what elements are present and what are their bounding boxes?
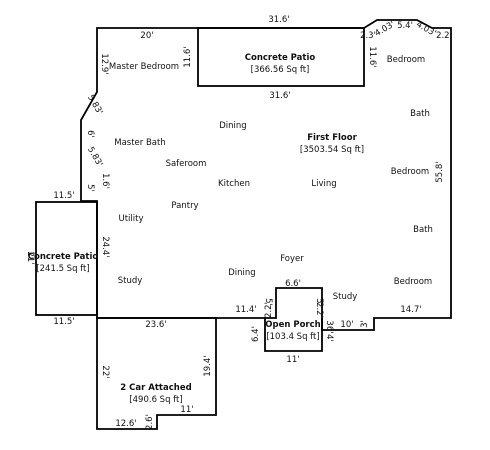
first-floor-name: First Floor [307, 133, 357, 143]
room-master-bath: Master Bath [114, 138, 166, 148]
dim-left-5: 5' [85, 184, 95, 192]
patio-left-name: Concrete Patio [28, 252, 99, 262]
dim-porch-6-4: 6.4' [251, 326, 261, 342]
room-kitchen: Kitchen [218, 179, 250, 189]
porch-name: Open Porch [265, 320, 320, 330]
room-bath-bottom: Bath [413, 225, 433, 235]
room-utility: Utility [118, 214, 143, 224]
dim-left-24-4: 24.4' [100, 236, 110, 257]
dim-bay-a: 2.3' [360, 31, 376, 41]
dim-bottom-23-6: 23.6' [145, 320, 166, 330]
dim-porch-5a: 5' [263, 298, 273, 306]
room-dining-top: Dining [219, 121, 246, 131]
room-bedroom-mid: Bedroom [391, 167, 429, 177]
room-foyer: Foyer [280, 254, 304, 264]
dim-bay-e: 2.2' [436, 31, 452, 41]
garage-outline [96, 317, 217, 430]
dim-garage-19-4: 19.4' [203, 355, 213, 376]
dim-bay-b: 4.03' [373, 20, 396, 39]
dim-top-left: 20' [140, 31, 153, 41]
dim-left-5-83b: 5.83' [85, 145, 104, 168]
dim-bay-d: 4.03' [414, 20, 437, 39]
room-saferoom: Saferoom [166, 159, 207, 169]
room-bath-top: Bath [410, 109, 430, 119]
dim-porch-2-2b: 2.2' [314, 302, 324, 318]
porch-outline [264, 318, 323, 352]
room-living: Living [311, 179, 336, 189]
garage-name: 2 Car Attached [120, 383, 191, 393]
dim-left-5-83a: 5.83' [85, 93, 104, 116]
dim-garage-11: 11' [180, 405, 193, 415]
dim-left-1-6: 1.6' [100, 173, 110, 189]
room-study-right: Study [333, 292, 358, 302]
porch-size: [103.4 Sq ft] [266, 332, 319, 342]
dim-porch-5b: 5' [314, 298, 324, 306]
dim-bay-c: 5.4' [397, 21, 413, 31]
patio-top-size: [366.56 Sq ft] [251, 65, 310, 75]
dim-porch-2-2a: 2.2' [264, 302, 274, 318]
dim-lp-bottom: 11.5' [53, 317, 74, 327]
dim-garage-12-6: 12.6' [115, 419, 136, 429]
patio-top-name: Concrete Patio [245, 53, 316, 63]
dim-left-12-9: 12.9' [99, 53, 109, 74]
patio-left-size: [241.5 Sq ft] [36, 264, 89, 274]
dim-lp-left: 21' [25, 251, 35, 264]
top-patio-outline [197, 27, 365, 87]
dim-garage-22: 22' [100, 365, 110, 378]
garage-size: [490.6 Sq ft] [129, 395, 182, 405]
dim-bottom-3: 3' [360, 320, 370, 328]
room-master-bedroom: Master Bedroom [109, 62, 179, 72]
dim-lp-top: 11.5' [53, 191, 74, 201]
dim-porch-6-6: 6.6' [285, 279, 301, 289]
dim-bottom-10: 10' [340, 320, 353, 330]
left-patio-outline [35, 201, 98, 316]
dim-top-main: 31.6' [268, 15, 289, 25]
dim-porch-36: 36' [324, 320, 334, 333]
dim-garage-2-6: 2.6' [145, 414, 155, 430]
room-study-left: Study [118, 276, 143, 286]
room-bedroom-bottom: Bedroom [394, 277, 432, 287]
dim-patio-left-side: 11.6' [183, 46, 193, 67]
dim-bottom-14-7: 14.7' [400, 305, 421, 315]
dim-patio-right-side: 11.6' [367, 46, 377, 67]
room-pantry: Pantry [171, 201, 198, 211]
dim-bottom-11-4: 11.4' [235, 305, 256, 315]
room-dining-bottom: Dining [228, 268, 255, 278]
room-bedroom-top: Bedroom [387, 55, 425, 65]
dim-porch-11: 11' [286, 355, 299, 365]
dim-patio-bottom: 31.6' [269, 91, 290, 101]
dim-right-55-8: 55.8' [435, 161, 445, 182]
dim-left-6: 6' [85, 130, 95, 138]
first-floor-size: [3503.54 Sq ft] [300, 145, 364, 155]
dim-porch-4: 4' [324, 334, 334, 342]
